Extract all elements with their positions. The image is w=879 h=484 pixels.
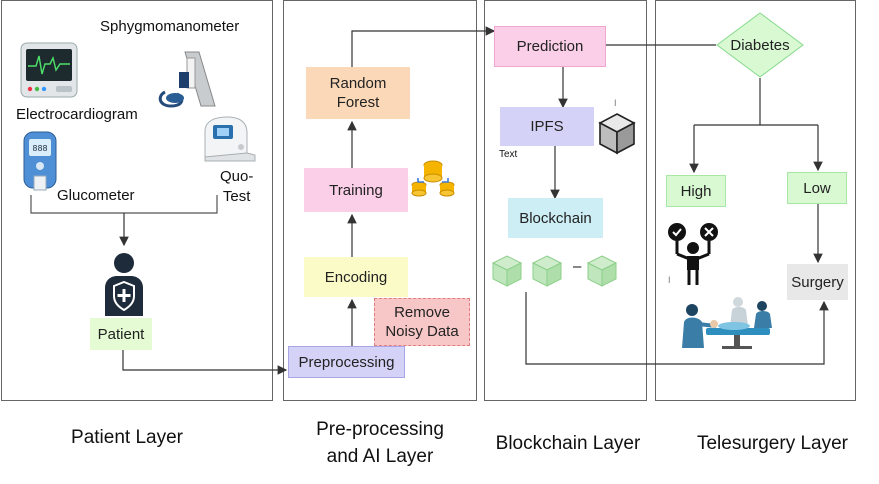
forest-to-prediction-arrow	[351, 26, 496, 67]
ipfs-tick-mark: I	[614, 98, 617, 108]
ecg-monitor-icon	[20, 42, 78, 98]
cube-icon	[597, 112, 637, 156]
blocks-dash: –	[573, 258, 582, 275]
blockchain-layer-title: Blockchain Layer	[495, 433, 641, 454]
diabetes-diamond[interactable]	[716, 12, 804, 78]
telesurgery-tick-mark: I	[668, 275, 671, 285]
training-box[interactable]: Training	[304, 168, 408, 212]
patient-shield-icon	[103, 252, 145, 316]
random-forest-box[interactable]: Random Forest	[306, 67, 410, 119]
patient-box[interactable]: Patient	[90, 318, 152, 350]
prediction-box[interactable]: Prediction	[494, 26, 606, 67]
preprocessing-box[interactable]: Preprocessing	[288, 346, 405, 378]
quo-test-label: Quo- Test	[220, 168, 254, 205]
diabetes-label: Diabetes	[730, 36, 790, 54]
electrocardiogram-label: Electrocardiogram	[16, 106, 138, 123]
decision-person-icon	[667, 222, 721, 286]
ipfs-box[interactable]: IPFS	[500, 107, 594, 146]
low-box[interactable]: Low	[787, 172, 847, 204]
encoding-box[interactable]: Encoding	[304, 257, 408, 297]
database-coins-icon	[410, 158, 456, 198]
sphygmomanometer-label: Sphygmomanometer	[100, 18, 240, 35]
sphygmomanometer-icon	[155, 48, 221, 112]
block-icon	[586, 254, 618, 288]
remove-noisy-data-box[interactable]: Remove Noisy Data	[374, 298, 470, 346]
block-icon	[491, 254, 523, 288]
ai-layer-title: Pre-processing and AI Layer	[316, 419, 444, 467]
svg-text:888: 888	[32, 144, 47, 153]
surgery-team-icon	[676, 292, 784, 350]
glucometer-label: Glucometer	[57, 187, 135, 204]
quo-test-icon	[197, 115, 257, 163]
text-tag: Text	[499, 149, 518, 160]
blockchain-to-surgery-arrow	[525, 292, 829, 365]
glucometer-icon: 888	[21, 130, 61, 192]
high-box[interactable]: High	[666, 175, 726, 207]
telesurgery-layer-title: Telesurgery Layer	[696, 433, 849, 454]
block-icon	[531, 254, 563, 288]
patient-to-preprocessing-arrow	[122, 350, 288, 375]
surgery-box[interactable]: Surgery	[787, 264, 848, 300]
patient-layer-title: Patient Layer	[71, 427, 183, 448]
blockchain-box[interactable]: Blockchain	[508, 198, 603, 238]
